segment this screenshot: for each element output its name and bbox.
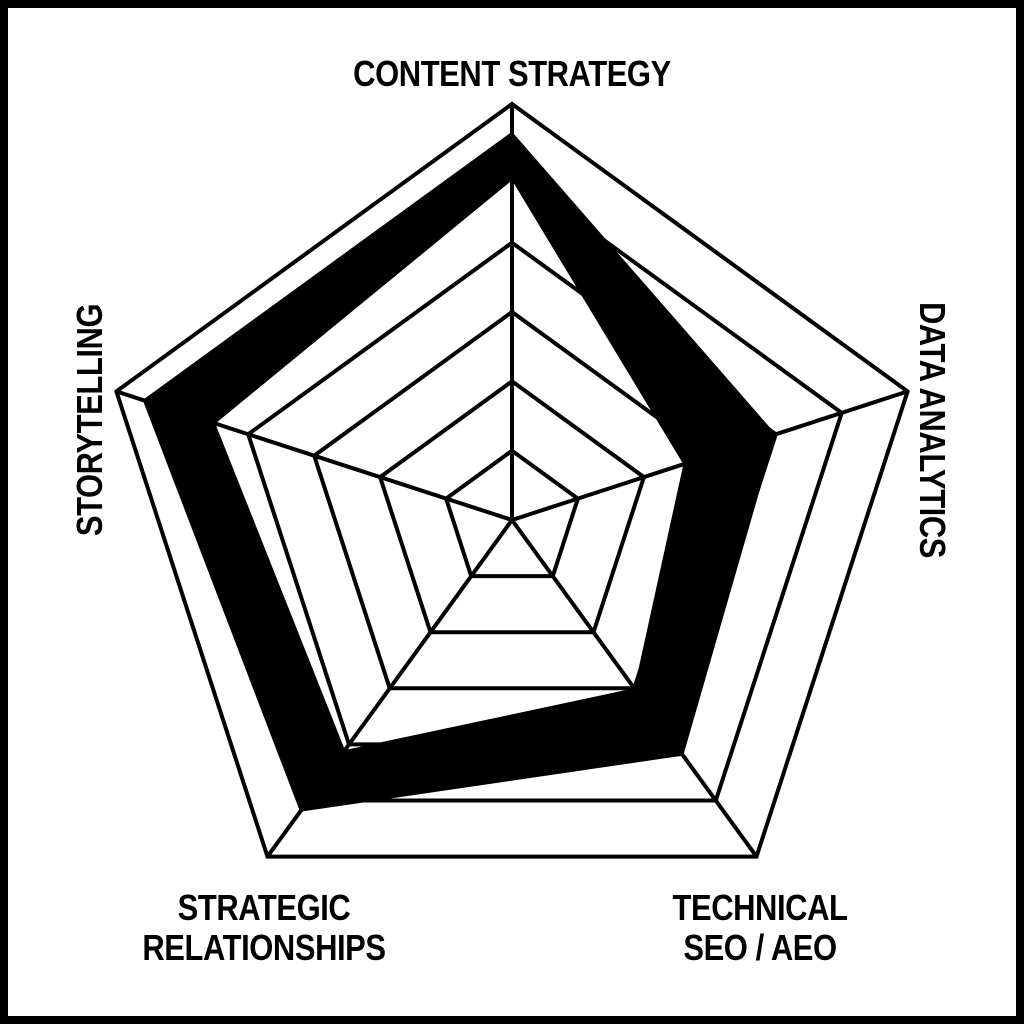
grid-ring (377, 378, 647, 635)
axis-spoke (265, 518, 514, 858)
axis-label-storytelling: STORYTELLING (69, 303, 110, 537)
axis-spoke (510, 518, 759, 858)
axis-spoke (511, 389, 909, 522)
grid-ring (114, 101, 910, 859)
axis-label-technical-seo-aeo: TECHNICAL SEO / AEO (673, 890, 848, 970)
axis-label-data-analytics: DATA ANALYTICS (912, 302, 953, 558)
axis-label-line: RELATIONSHIPS (142, 927, 386, 968)
axis-label-line: STRATEGIC (177, 887, 351, 928)
data-band (142, 131, 776, 812)
axis-label-content-strategy: CONTENT STRATEGY (353, 53, 671, 94)
grid-ring (443, 448, 581, 579)
axis-label-strategic-relationships: STRATEGIC RELATIONSHIPS (142, 887, 386, 970)
axis-label-line: SEO / AEO (683, 927, 837, 968)
axis-spoke (115, 389, 513, 522)
axis-label-line: TECHNICAL (672, 887, 848, 928)
radar-spokes (115, 104, 909, 858)
